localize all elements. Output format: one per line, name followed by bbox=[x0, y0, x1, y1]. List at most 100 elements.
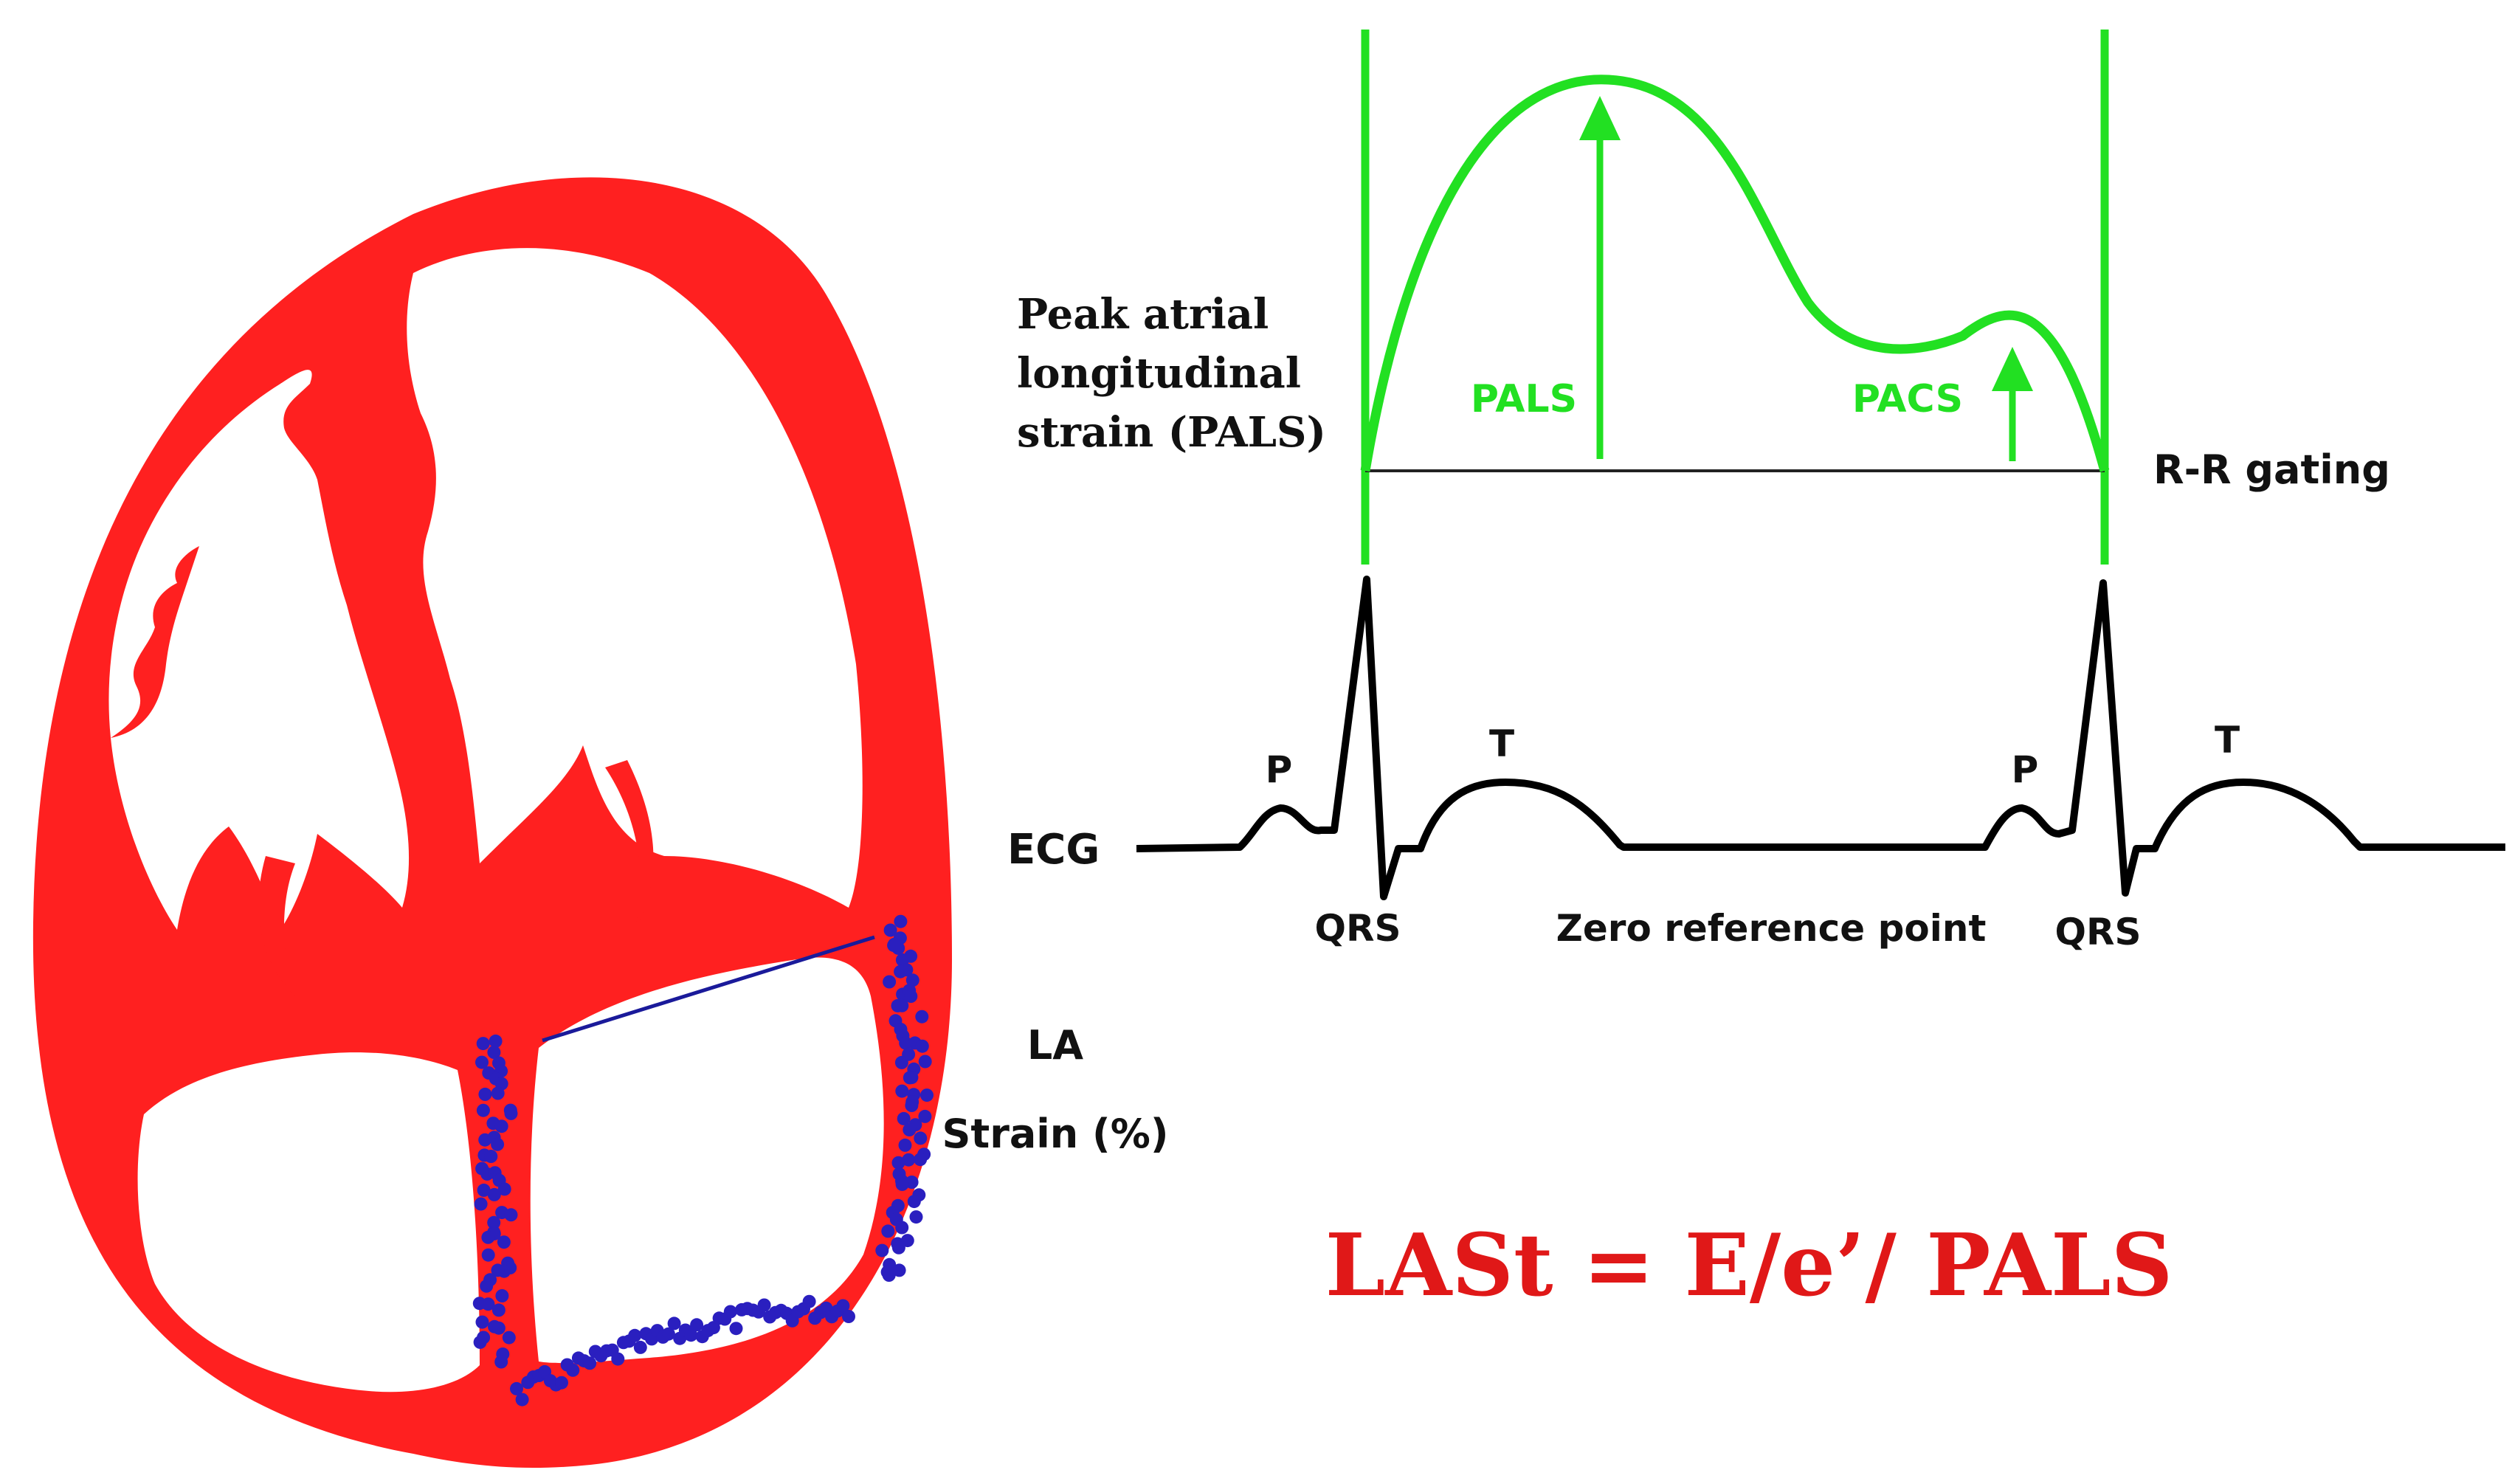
pacs-arrow-head bbox=[1992, 347, 2033, 391]
speckle-dot bbox=[887, 939, 901, 953]
tricuspid-valve bbox=[258, 856, 295, 996]
speckle-dot bbox=[487, 1215, 501, 1229]
speckle-dot bbox=[723, 1305, 737, 1319]
speckle-dot bbox=[628, 1328, 642, 1342]
la-wall-speckles bbox=[472, 914, 934, 1407]
speckle-dot bbox=[729, 1322, 743, 1336]
speckle-dot bbox=[487, 1187, 501, 1201]
speckle-dot bbox=[895, 998, 909, 1012]
speckle-dot bbox=[883, 975, 897, 989]
speckle-dot bbox=[504, 1106, 518, 1120]
speckle-dot bbox=[611, 1352, 625, 1366]
speckle-dot bbox=[473, 1335, 487, 1349]
mitral-valve bbox=[605, 760, 654, 930]
rv-trabeculae bbox=[111, 546, 199, 738]
strain-percent-label: Strain (%) bbox=[942, 1111, 1169, 1157]
speckle-dot bbox=[881, 1224, 895, 1238]
p-wave-label-1: P bbox=[1266, 748, 1293, 791]
speckle-dot bbox=[472, 1297, 486, 1311]
speckle-dot bbox=[918, 1109, 932, 1123]
speckle-dot bbox=[494, 1119, 508, 1133]
speckle-dot bbox=[475, 1055, 489, 1069]
ecg-label: ECG bbox=[1007, 826, 1100, 874]
speckle-dot bbox=[757, 1298, 771, 1312]
la-reference-line bbox=[542, 935, 875, 1043]
right-ventricle-cavity bbox=[108, 370, 410, 930]
peak-strain-label-line2: longitudinal bbox=[1017, 349, 1301, 398]
speckle-dot bbox=[903, 1123, 917, 1136]
strain-curve-panel: PALS PACS Peak atrial longitudinal strai… bbox=[1017, 30, 2390, 565]
speckle-dot bbox=[875, 1243, 889, 1257]
speckle-dot bbox=[899, 1036, 913, 1050]
speckle-dot bbox=[904, 990, 918, 1003]
speckle-dot bbox=[914, 1131, 928, 1145]
left-atrium-cavity bbox=[530, 957, 884, 1364]
speckle-dot bbox=[481, 1248, 495, 1262]
speckle-dot bbox=[502, 1331, 516, 1345]
speckle-dot bbox=[690, 1318, 704, 1332]
speckle-dot bbox=[894, 1055, 908, 1069]
speckle-dot bbox=[491, 1086, 505, 1100]
speckle-dot bbox=[836, 1299, 850, 1313]
speckle-dot bbox=[583, 1356, 597, 1370]
peak-strain-label-line1: Peak atrial bbox=[1017, 290, 1269, 339]
la-label: LA bbox=[1027, 1022, 1083, 1069]
speckle-dot bbox=[880, 1265, 894, 1279]
speckle-dot bbox=[894, 914, 908, 928]
speckle-dot bbox=[903, 1071, 917, 1085]
qrs-label-1: QRS bbox=[1314, 907, 1401, 950]
heart-schematic bbox=[32, 177, 952, 1469]
speckle-dot bbox=[902, 1153, 916, 1167]
speckle-dot bbox=[491, 1137, 505, 1151]
speckle-dot bbox=[895, 1084, 909, 1098]
speckle-dot bbox=[905, 1099, 919, 1112]
speckle-dot bbox=[475, 1315, 489, 1329]
speckle-dot bbox=[480, 1279, 494, 1293]
qrs-label-2: QRS bbox=[2054, 911, 2141, 953]
speckle-dot bbox=[489, 1034, 503, 1048]
last-formula: LASt = E/e’/ PALS bbox=[1325, 1215, 2173, 1316]
strain-curve bbox=[1360, 75, 2110, 472]
speckle-dot bbox=[895, 1221, 909, 1235]
ecg-trace bbox=[1136, 576, 2505, 900]
speckle-dot bbox=[481, 1230, 495, 1244]
speckle-dot bbox=[802, 1294, 816, 1308]
rr-gating-label: R-R gating bbox=[2153, 446, 2390, 493]
speckle-dot bbox=[478, 1087, 492, 1101]
pacs-label: PACS bbox=[1852, 377, 1963, 421]
speckle-dot bbox=[477, 1183, 491, 1197]
left-ventricle-cavity bbox=[407, 248, 863, 908]
speckle-dot bbox=[915, 1010, 929, 1024]
speckle-dot bbox=[633, 1340, 647, 1354]
speckle-dot bbox=[555, 1376, 568, 1390]
speckle-dot bbox=[894, 964, 908, 979]
ecg-panel: ECG P T QRS P T QRS Zero reference point bbox=[1007, 576, 2505, 953]
speckle-dot bbox=[497, 1182, 511, 1196]
speckle-dot bbox=[883, 923, 897, 937]
speckle-dot bbox=[566, 1363, 580, 1377]
speckle-dot bbox=[905, 973, 919, 987]
speckle-dot bbox=[661, 1327, 675, 1341]
speckle-dot bbox=[914, 1153, 928, 1167]
speckle-dot bbox=[684, 1328, 698, 1342]
speckle-dot bbox=[920, 1088, 934, 1102]
speckle-dot bbox=[487, 1046, 501, 1059]
speckle-dot bbox=[842, 1310, 855, 1323]
speckle-dot bbox=[491, 1321, 505, 1335]
speckle-dot bbox=[510, 1381, 523, 1395]
right-atrium-cavity bbox=[137, 1052, 480, 1392]
speckle-dot bbox=[918, 1055, 932, 1069]
speckle-dot bbox=[491, 1263, 505, 1277]
speckle-dot bbox=[895, 1177, 909, 1191]
speckle-dot bbox=[497, 1235, 511, 1249]
speckle-dot bbox=[897, 1111, 911, 1125]
speckle-dot bbox=[515, 1392, 529, 1407]
speckle-dot bbox=[484, 1150, 498, 1163]
speckle-dot bbox=[907, 1195, 921, 1209]
peak-strain-label-line3: strain (PALS) bbox=[1017, 408, 1326, 457]
speckle-dot bbox=[892, 1263, 906, 1277]
speckle-dot bbox=[476, 1103, 490, 1117]
speckle-dot bbox=[504, 1208, 518, 1222]
speckle-dot bbox=[891, 1156, 905, 1170]
